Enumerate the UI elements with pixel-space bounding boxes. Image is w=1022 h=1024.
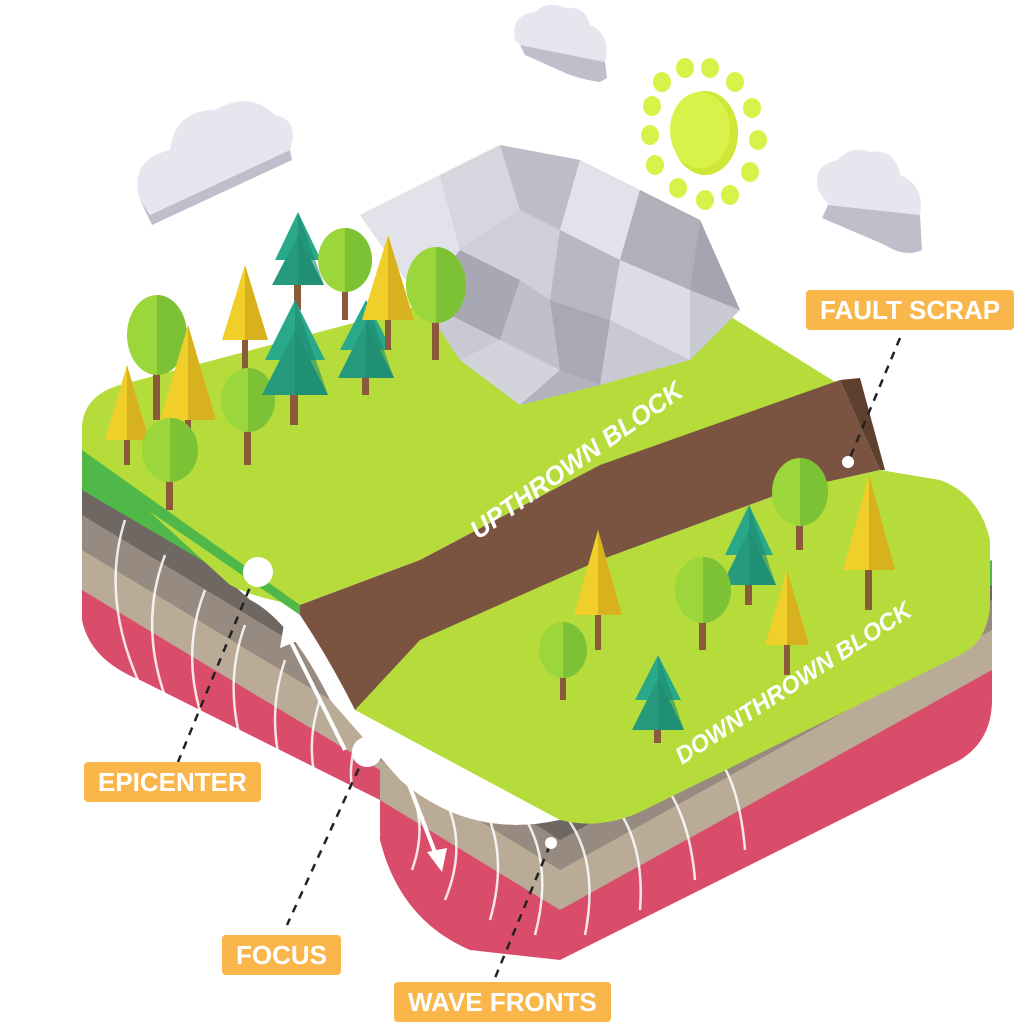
fault-scrap-label: FAULT SCRAP: [806, 290, 1015, 330]
tree-icon: [222, 265, 268, 370]
tree-icon: [722, 505, 776, 605]
cloud-icon: [137, 101, 293, 225]
tree-icon: [406, 247, 466, 360]
tree-icon: [262, 300, 328, 425]
downthrown-block: [355, 470, 990, 824]
tree-icon: [765, 570, 809, 675]
upthrown-block: [82, 300, 840, 605]
focus-label: FOCUS: [222, 935, 341, 975]
wave-arrows: [280, 624, 447, 872]
fault-scarp: [300, 380, 880, 710]
tree-icon: [160, 325, 216, 440]
tree-icon: [362, 235, 414, 350]
tree-icon: [105, 365, 149, 465]
epicenter-label: EPICENTER: [84, 762, 261, 802]
tree-icon: [675, 557, 731, 650]
cloud-icon: [514, 4, 607, 82]
tree-icon: [632, 655, 684, 743]
sun-icon: [641, 58, 767, 210]
tree-icon: [142, 418, 198, 510]
cloud-icon: [816, 149, 922, 254]
leader-lines: [176, 337, 902, 979]
tree-icon: [772, 458, 828, 550]
tree-icon: [272, 212, 324, 310]
epicenter-marker: [243, 557, 273, 587]
fault-scrap-marker: [842, 456, 854, 468]
tree-icon: [574, 530, 622, 650]
wave-fronts-label: WAVE FRONTS: [394, 982, 611, 1022]
tree-icon: [843, 475, 895, 610]
wave-fronts-marker: [545, 837, 557, 849]
tree-icon: [539, 622, 587, 700]
focus-marker: [352, 737, 382, 767]
tree-icon: [318, 228, 372, 320]
